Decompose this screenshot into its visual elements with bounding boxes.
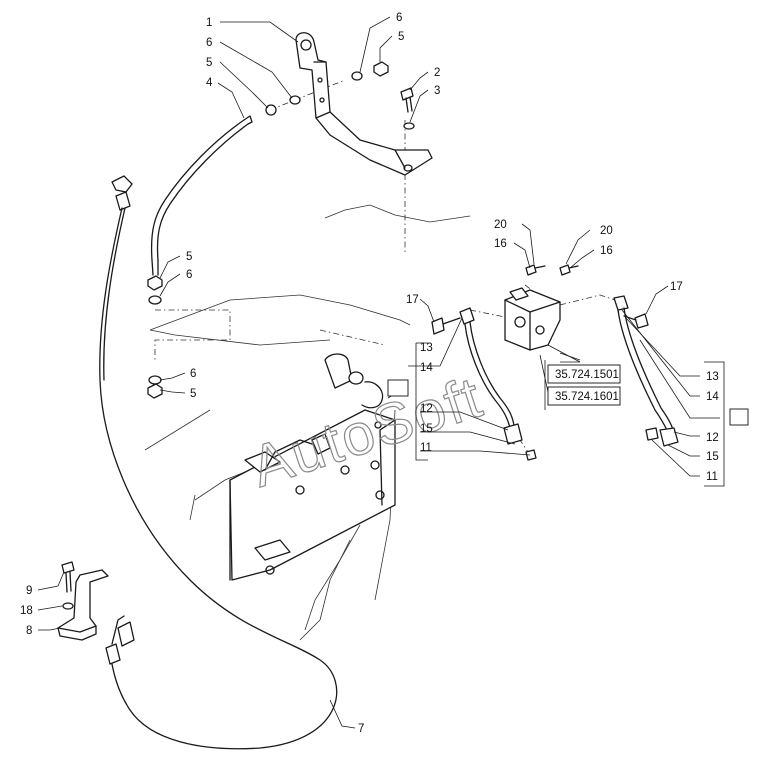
callout-5: 5 bbox=[186, 251, 192, 263]
callout-1: 1 bbox=[206, 17, 212, 29]
callout-labels: 1 6 6 5 5 4 2 3 5 6 6 5 20 20 16 16 17 1… bbox=[20, 12, 747, 735]
callout-11: 11 bbox=[420, 442, 432, 454]
callout-10-box bbox=[729, 408, 749, 426]
callout-5: 5 bbox=[398, 31, 404, 43]
callout-6: 6 bbox=[396, 12, 402, 24]
bracket-part-8 bbox=[57, 561, 109, 641]
bracket-part-1 bbox=[295, 32, 433, 176]
callout-17: 17 bbox=[406, 294, 419, 306]
reference-35-724-1601[interactable]: 35.724.1601 bbox=[555, 391, 619, 403]
callout-13: 13 bbox=[420, 342, 433, 354]
boxed-callouts: 35.724.1501 35.724.1601 bbox=[387, 364, 749, 426]
callout-16: 16 bbox=[494, 238, 507, 250]
hardware-left bbox=[147, 275, 163, 399]
callout-6: 6 bbox=[190, 368, 196, 380]
callout-13: 13 bbox=[706, 371, 719, 383]
callout-12: 12 bbox=[706, 432, 719, 444]
callout-15: 15 bbox=[420, 423, 433, 435]
callout-3: 3 bbox=[434, 85, 440, 97]
reference-box-1[interactable] bbox=[547, 364, 621, 384]
callout-5: 5 bbox=[206, 57, 212, 69]
hydraulic-pipe-left bbox=[431, 307, 537, 461]
reference-35-724-1501[interactable]: 35.724.1501 bbox=[555, 369, 619, 381]
rod-part-4 bbox=[150, 115, 253, 276]
reference-box-2[interactable] bbox=[547, 386, 621, 406]
callout-8: 8 bbox=[26, 625, 32, 637]
callout-14: 14 bbox=[706, 391, 719, 403]
callout-19-box bbox=[387, 379, 409, 397]
callout-6: 6 bbox=[186, 269, 192, 281]
callout-17: 17 bbox=[670, 281, 683, 293]
mounting-plate bbox=[229, 353, 396, 581]
callout-16: 16 bbox=[600, 245, 613, 257]
callout-14: 14 bbox=[420, 362, 433, 374]
cable-part-7 bbox=[99, 175, 338, 750]
callout-7: 7 bbox=[358, 723, 364, 735]
callout-5: 5 bbox=[190, 388, 196, 400]
callout-leaders bbox=[37, 16, 725, 729]
callout-18: 18 bbox=[20, 605, 33, 617]
valve-assembly bbox=[504, 264, 579, 351]
hydraulic-pipe-right bbox=[613, 295, 679, 447]
callout-20: 20 bbox=[600, 225, 613, 237]
hardware-top bbox=[265, 61, 415, 130]
callout-12: 12 bbox=[420, 403, 433, 415]
callout-20: 20 bbox=[494, 219, 507, 231]
callout-2: 2 bbox=[434, 67, 440, 79]
callout-9: 9 bbox=[26, 585, 32, 597]
callout-11: 11 bbox=[706, 471, 718, 483]
callout-4: 4 bbox=[206, 77, 213, 89]
callout-15: 15 bbox=[706, 451, 719, 463]
callout-6: 6 bbox=[206, 37, 212, 49]
